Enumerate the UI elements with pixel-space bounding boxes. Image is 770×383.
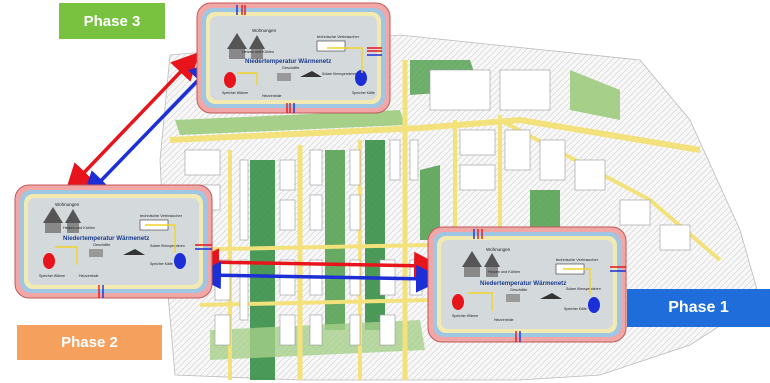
technical-device [316,40,346,52]
module-phase2: Wohnungen Heizen und Kühlen technische V… [14,184,213,299]
label-geschaefte: Geschäfte [510,288,527,292]
label-speicher-waerme: Speicher Wärme [222,91,248,95]
label-geschaefte: Geschäfte [93,243,110,247]
module-title: Niedertemperatur Wärmenetz [480,280,566,287]
shop-icon [277,73,291,81]
label-heizzentrale: Heizzentrale [79,274,99,278]
shop-icon [89,249,103,257]
label-heizen-kuehlen: Heizen und Kühlen [63,226,95,230]
label-speicher-kaelte: Speicher Kälte [564,307,587,311]
house-icon [43,207,81,233]
solar-panel-icon [300,71,322,77]
cold-storage-icon [355,70,367,86]
heat-storage-icon [224,72,236,88]
label-solare-kuehl: Solare Kienspenderen [150,244,185,248]
label-speicher-kaelte: Speicher Kälte [150,262,173,266]
label-heizzentrale: Heizzentrale [494,318,514,322]
module-phase3: Wohnungen Heizen und Kühlen technische V… [196,2,391,114]
label-wohnungen: Wohnungen [55,202,80,207]
label-wohnungen: Wohnungen [486,247,511,252]
heat-storage-icon [452,294,464,310]
label-heizen-kuehlen: Heizen und Kühlen [488,270,520,274]
module-title: Niedertemperatur Wärmenetz [63,235,149,242]
cold-storage-icon [174,253,186,269]
site-plan-map [159,34,761,381]
phase-1-label: Phase 1 [627,289,770,327]
network-links [65,51,444,293]
solar-panel-icon [123,249,145,255]
label-geschaefte: Geschäfte [282,66,299,70]
label-solare-kuehl: Solare Kienspenderen [322,72,357,76]
label-heizen-kuehlen: Heizen und Kühlen [242,50,274,54]
label-technische-verbraucher: technische Verbraucher [140,213,183,218]
label-speicher-waerme: Speicher Wärme [452,314,478,318]
house-icon [227,33,265,59]
label-heizzentrale: Heizzentrale [262,94,282,98]
house-icon [462,251,500,277]
module-title: Niedertemperatur Wärmenetz [245,58,331,65]
shop-icon [506,294,520,302]
cold-storage-icon [588,297,600,313]
label-wohnungen: Wohnungen [252,28,277,33]
phase-3-label: Phase 3 [59,3,165,39]
solar-panel-icon [540,293,562,299]
label-technische-verbraucher: technische Verbraucher [556,257,599,262]
phase-2-label: Phase 2 [17,325,162,360]
link-blue-phase2-phase1 [193,261,444,293]
label-speicher-waerme: Speicher Wärme [39,274,65,278]
module-phase1: Wohnungen Heizen und Kühlen technische V… [427,226,627,343]
label-speicher-kaelte: Speicher Kälte [352,91,375,95]
label-technische-verbraucher: technische Verbraucher [317,34,360,39]
heat-storage-icon [43,253,55,269]
link-blue-phase2-phase3 [82,59,218,201]
label-solare-kuehl: Solare Kienspenderen [566,287,601,291]
